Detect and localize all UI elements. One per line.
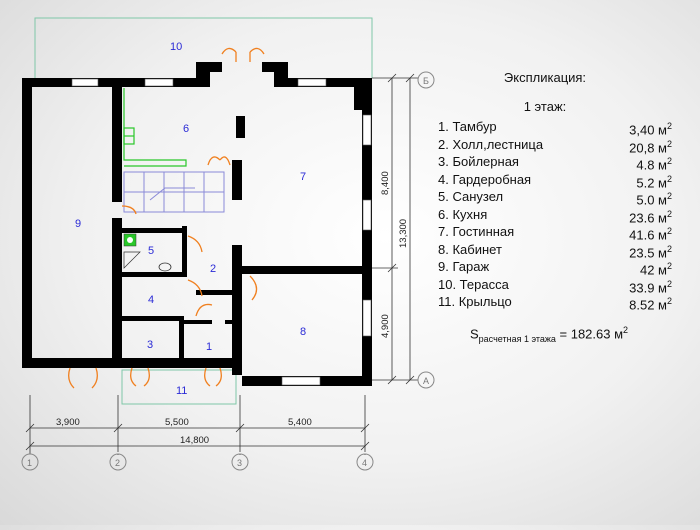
room-number-8: 8 <box>300 326 306 338</box>
axis-b-label: Б <box>423 76 429 86</box>
legend-row: 7. Гостинная 41.6 м2 <box>420 223 680 243</box>
legend-room-area: 8.52 м2 <box>629 296 672 313</box>
axis-4-label: 4 <box>362 458 367 468</box>
terrace-outline <box>34 17 373 78</box>
legend-room-name: 7. Гостинная <box>438 224 515 239</box>
legend-room-area: 41.6 м2 <box>629 226 672 243</box>
dimension-total-height: 13,300 <box>398 219 409 248</box>
room-numbers: 1 2 3 4 5 6 7 8 9 10 11 <box>75 41 306 397</box>
legend-room-area: 23.5 м2 <box>629 243 672 260</box>
legend-row: 3. Бойлерная 4.8 м2 <box>420 153 680 173</box>
legend-total: Sрасчетная 1 этажа = 182.63 м2 <box>470 324 629 344</box>
axis-a-label: А <box>423 376 429 386</box>
legend-room-area: 33.9 м2 <box>629 278 672 295</box>
legend-room-area: 5.0 м2 <box>636 191 672 208</box>
room-number-2: 2 <box>210 263 216 275</box>
legend-room-area: 3,40 м2 <box>629 121 672 138</box>
room-number-1: 1 <box>206 341 212 353</box>
legend-room-name: 1. Тамбур <box>438 119 497 134</box>
legend-row: 10. Терасса 33.9 м2 <box>420 276 680 295</box>
interior-walls <box>30 87 362 375</box>
axis-3-label: 3 <box>237 458 242 468</box>
kitchen-counter <box>123 88 187 167</box>
dimension-total-width: 14,800 <box>180 435 209 446</box>
room-number-6: 6 <box>183 123 189 135</box>
legend-row: 5. Санузел 5.0 м2 <box>420 188 680 208</box>
legend-room-name: 5. Санузел <box>438 189 504 204</box>
legend-room-name: 8. Кабинет <box>438 241 502 257</box>
legend-room-name: 10. Терасса <box>438 276 509 292</box>
legend-room-area: 5.2 м2 <box>636 173 672 190</box>
legend-room-area: 20,8 м2 <box>629 138 672 155</box>
legend-row: 6. Кухня 23.6 м2 <box>420 206 680 225</box>
dimension-5500: 5,500 <box>165 417 189 428</box>
dimension-3900: 3,900 <box>56 417 80 428</box>
room-number-10: 10 <box>170 41 182 53</box>
room-number-3: 3 <box>147 339 153 351</box>
axis-2-label: 2 <box>115 458 120 468</box>
legend-room-name: 2. Холл,лестница <box>438 136 544 152</box>
legend-floor: 1 этаж: <box>523 99 567 114</box>
legend-row: 9. Гараж 42 м2 <box>420 258 680 278</box>
axis-1-label: 1 <box>27 458 32 468</box>
legend-title: Экспликация: <box>503 70 587 85</box>
room-number-11: 11 <box>176 385 187 397</box>
doors <box>68 47 265 389</box>
legend-room-area: 42 м2 <box>639 261 672 278</box>
staircase <box>123 171 225 213</box>
dimension-5400: 5,400 <box>288 417 312 428</box>
porch-outline <box>121 369 237 405</box>
room-number-7: 7 <box>300 171 306 183</box>
dimension-4900: 4,900 <box>380 314 391 338</box>
legend-room-name: 6. Кухня <box>438 206 488 222</box>
room-number-5: 5 <box>148 245 154 257</box>
legend-room-area: 23.6 м2 <box>629 208 672 225</box>
legend-row: 8. Кабинет 23.5 м2 <box>420 241 680 260</box>
legend-row: 4. Гардеробная 5.2 м2 <box>420 171 680 190</box>
legend-row: 2. Холл,лестница 20,8 м2 <box>420 136 680 155</box>
room-number-4: 4 <box>148 294 154 306</box>
axis-markers <box>21 71 435 471</box>
dimension-8400: 8,400 <box>380 171 391 195</box>
room-number-9: 9 <box>75 218 81 230</box>
legend-room-area: 4.8 м2 <box>636 156 672 173</box>
legend-room-name: 4. Гардеробная <box>438 171 532 187</box>
bathroom-fixtures <box>123 233 172 272</box>
windows <box>71 78 372 386</box>
legend-row: 11. Крыльцо 8.52 м2 <box>420 293 680 313</box>
legend-room-name: 9. Гараж <box>438 259 490 274</box>
right-dimensions <box>372 73 418 385</box>
legend-row: 1. Тамбур 3,40 м2 <box>420 118 680 138</box>
legend-room-name: 11. Крыльцо <box>438 294 512 309</box>
legend-room-name: 3. Бойлерная <box>438 154 519 169</box>
bottom-dimensions <box>25 395 370 455</box>
